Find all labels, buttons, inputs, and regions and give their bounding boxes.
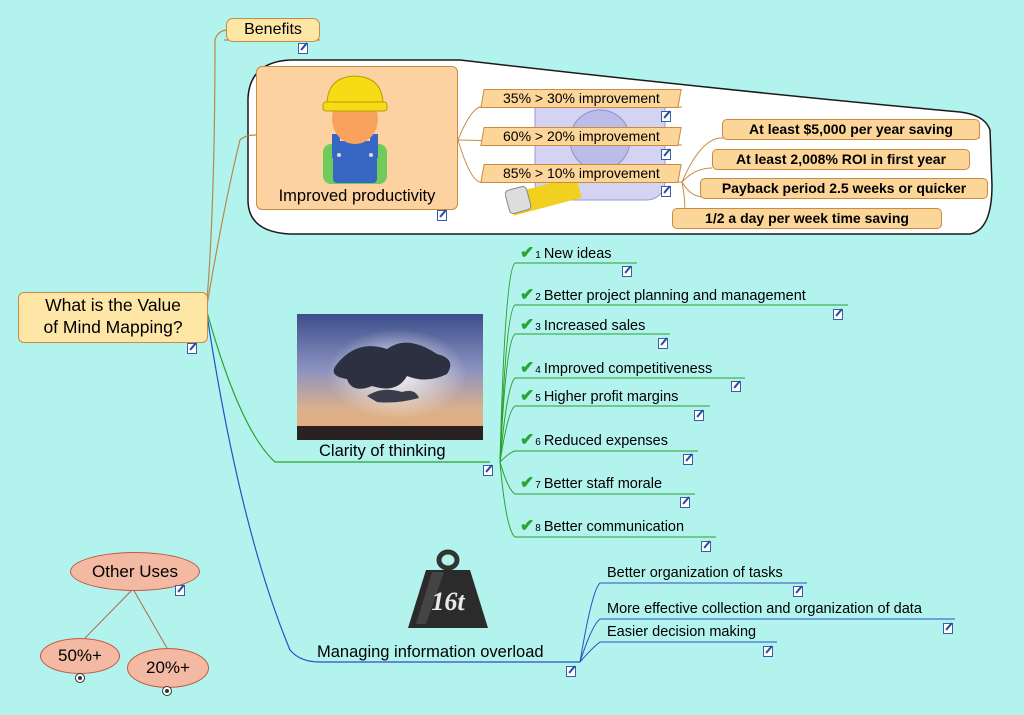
note-icon[interactable]: [731, 380, 742, 392]
improvement-60-label: 60% > 20% improvement: [502, 128, 660, 144]
item-number: 8: [535, 523, 541, 534]
productivity-label: Improved productivity: [278, 187, 436, 205]
note-icon[interactable]: [483, 464, 494, 476]
improvement-85-label: 85% > 10% improvement: [502, 165, 660, 181]
weight-label: 16t: [431, 587, 465, 616]
item-number: 1: [535, 250, 541, 261]
worker-icon: [322, 75, 388, 184]
item-text: New ideas: [543, 246, 612, 262]
item-text: Easier decision making: [607, 624, 757, 640]
weight-icon: 16t: [408, 549, 488, 628]
saving-time[interactable]: 1/2 a day per week time saving: [672, 208, 942, 229]
checkmark-icon: ✔: [520, 285, 535, 304]
central-topic[interactable]: What is the Value of Mind Mapping?: [18, 292, 208, 343]
note-icon[interactable]: [680, 496, 691, 508]
benefits-topic[interactable]: Benefits: [226, 18, 320, 42]
note-icon[interactable]: [683, 453, 694, 465]
note-icon[interactable]: [298, 42, 309, 54]
note-icon[interactable]: [694, 409, 705, 421]
expand-icon[interactable]: [162, 686, 172, 696]
overload-label: Managing information overload: [317, 643, 544, 661]
note-icon[interactable]: [658, 337, 669, 349]
central-topic-line-2: of Mind Mapping?: [43, 317, 183, 337]
central-topic-line-1: What is the Value: [45, 295, 181, 315]
note-icon[interactable]: [661, 148, 672, 160]
saving-roi-label: At least 2,008% ROI in first year: [735, 151, 947, 167]
item-number: 5: [535, 393, 541, 404]
improvement-60[interactable]: 60% > 20% improvement: [480, 127, 682, 146]
clarity-label: Clarity of thinking: [319, 442, 446, 460]
note-icon[interactable]: [622, 265, 633, 277]
note-icon[interactable]: [175, 584, 186, 596]
checkmark-icon: ✔: [520, 473, 535, 492]
overload-item[interactable]: Better organization of tasks: [607, 565, 783, 581]
checkmark-icon: ✔: [520, 516, 535, 535]
note-icon[interactable]: [661, 110, 672, 122]
other-uses-child-label: 50%+: [58, 646, 102, 665]
saving-payback-label: Payback period 2.5 weeks or quicker: [721, 180, 967, 196]
clarity-topic[interactable]: Clarity of thinking: [319, 442, 446, 461]
checkmark-icon: ✔: [520, 243, 535, 262]
note-icon[interactable]: [566, 665, 577, 677]
other-uses-child-label: 20%+: [146, 658, 190, 677]
overload-item[interactable]: Easier decision making: [607, 624, 756, 640]
other-uses-child[interactable]: 50%+: [40, 638, 120, 674]
item-number: 4: [535, 365, 541, 376]
checkmark-icon: ✔: [520, 386, 535, 405]
other-uses-child[interactable]: 20%+: [127, 648, 209, 688]
item-text: More effective collection and organizati…: [607, 601, 922, 617]
improvement-85[interactable]: 85% > 10% improvement: [480, 164, 682, 183]
item-text: Better staff morale: [543, 476, 663, 492]
item-number: 7: [535, 480, 541, 491]
sunset-clouds-image: [297, 314, 483, 440]
item-text: Higher profit margins: [543, 389, 679, 405]
benefits-label: Benefits: [244, 21, 302, 38]
item-text: Improved competitiveness: [543, 361, 713, 377]
other-uses-label: Other Uses: [92, 562, 178, 581]
note-icon[interactable]: [661, 185, 672, 197]
saving-5000-label: At least $5,000 per year saving: [749, 121, 953, 137]
note-icon[interactable]: [943, 622, 954, 634]
saving-time-label: 1/2 a day per week time saving: [705, 210, 909, 226]
overload-item[interactable]: More effective collection and organizati…: [607, 601, 922, 617]
item-number: 3: [535, 322, 541, 333]
item-text: Better organization of tasks: [607, 565, 783, 581]
saving-payback[interactable]: Payback period 2.5 weeks or quicker: [700, 178, 988, 199]
improvement-35-label: 35% > 30% improvement: [502, 90, 660, 106]
note-icon[interactable]: [763, 645, 774, 657]
note-icon[interactable]: [701, 540, 712, 552]
note-icon[interactable]: [437, 209, 448, 221]
note-icon[interactable]: [833, 308, 844, 320]
item-text: Better project planning and management: [543, 288, 806, 304]
note-icon[interactable]: [187, 342, 198, 354]
improvement-35[interactable]: 35% > 30% improvement: [480, 89, 682, 108]
checkmark-icon: ✔: [520, 358, 535, 377]
saving-roi[interactable]: At least 2,008% ROI in first year: [712, 149, 970, 170]
saving-5000[interactable]: At least $5,000 per year saving: [722, 119, 980, 140]
item-number: 6: [535, 437, 541, 448]
item-text: Increased sales: [543, 318, 646, 334]
checkmark-icon: ✔: [520, 430, 535, 449]
expand-icon[interactable]: [75, 673, 85, 683]
productivity-topic[interactable]: Improved productivity: [256, 66, 458, 210]
item-text: Reduced expenses: [543, 433, 668, 449]
checkmark-icon: ✔: [520, 315, 535, 334]
overload-topic[interactable]: Managing information overload: [317, 643, 544, 662]
note-icon[interactable]: [793, 585, 804, 597]
item-number: 2: [535, 292, 541, 303]
item-text: Better communication: [543, 519, 685, 535]
